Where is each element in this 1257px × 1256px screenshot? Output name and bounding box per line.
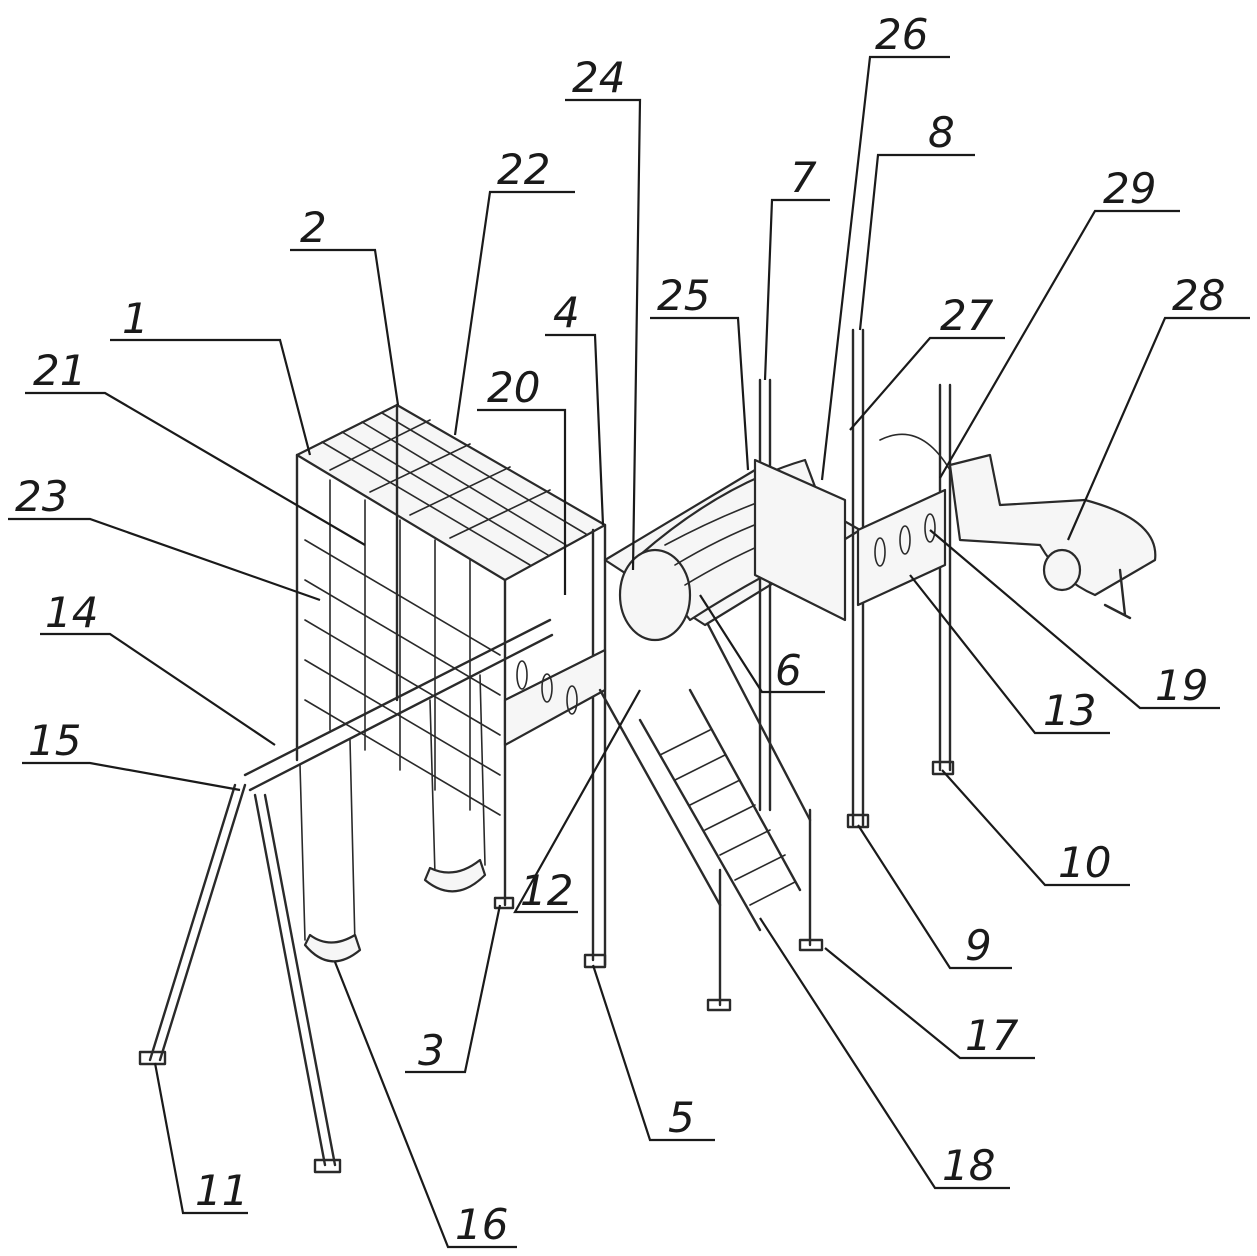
- leader-11: [153, 1062, 248, 1215]
- leader-27: [849, 336, 1005, 431]
- callout-25: 25: [657, 271, 710, 320]
- callout-12: 12: [520, 866, 573, 915]
- callout-1: 1: [122, 294, 149, 343]
- callout-14: 14: [45, 588, 98, 637]
- leader-7: [763, 198, 830, 381]
- leader-19: [929, 529, 1220, 710]
- callout-4: 4: [553, 288, 580, 337]
- slide: [879, 433, 1157, 620]
- leader-22: [453, 190, 575, 436]
- leader-26: [820, 55, 950, 481]
- callout-15: 15: [28, 716, 81, 765]
- leader-12: [513, 689, 641, 914]
- swing-seat: [303, 933, 362, 963]
- callout-21: 21: [33, 346, 86, 395]
- swing-seat: [423, 858, 487, 893]
- callout-3: 3: [418, 1026, 445, 1075]
- leader-8: [858, 153, 975, 331]
- callout-20: 20: [487, 363, 540, 412]
- leader-16: [333, 961, 517, 1249]
- callout-22: 22: [497, 145, 550, 194]
- leader-3: [405, 904, 502, 1074]
- playground-structure: [138, 328, 1157, 1174]
- callout-23: 23: [15, 472, 68, 521]
- callout-19: 19: [1155, 661, 1208, 710]
- leader-14: [40, 632, 276, 746]
- leader-20: [477, 408, 567, 595]
- swing-frame: [138, 618, 554, 1174]
- leader-1: [110, 338, 312, 456]
- leader-29: [939, 209, 1180, 479]
- leader-6: [699, 594, 825, 694]
- callout-17: 17: [965, 1011, 1019, 1060]
- right-tower: [753, 328, 955, 829]
- callout-13: 13: [1043, 686, 1096, 735]
- leader-17: [824, 947, 1035, 1060]
- callout-6: 6: [775, 646, 802, 695]
- leader-2: [290, 248, 400, 406]
- callout-26: 26: [875, 10, 928, 59]
- callout-7: 7: [790, 153, 817, 202]
- leader-15: [22, 761, 241, 792]
- leader-lines: [8, 55, 1250, 1249]
- leader-4: [545, 333, 605, 526]
- callout-9: 9: [965, 921, 992, 970]
- leader-5: [591, 964, 715, 1142]
- callout-16: 16: [455, 1200, 508, 1249]
- callout-10: 10: [1058, 838, 1111, 887]
- callout-29: 29: [1103, 164, 1156, 213]
- callout-27: 27: [940, 291, 994, 340]
- leader-18: [759, 917, 1010, 1190]
- leader-13: [909, 574, 1110, 735]
- leader-21: [25, 391, 366, 546]
- callout-11: 11: [195, 1166, 248, 1215]
- leader-10: [941, 769, 1130, 887]
- climbing-net: [304, 479, 501, 816]
- leader-23: [8, 517, 321, 602]
- callout-2: 2: [300, 203, 327, 252]
- leader-9: [857, 824, 1012, 970]
- callout-8: 8: [928, 108, 955, 157]
- stairs: [598, 588, 824, 1012]
- callout-28: 28: [1172, 271, 1225, 320]
- callout-5: 5: [668, 1093, 695, 1142]
- callout-24: 24: [572, 53, 625, 102]
- leader-25: [650, 316, 750, 471]
- leader-28: [1066, 316, 1250, 541]
- callout-18: 18: [942, 1141, 995, 1190]
- climbing-tower: [295, 403, 607, 969]
- leader-24: [565, 98, 642, 571]
- callout-labels: 1 2 3 4 5 6 7 8 9 10 11 12 13 14 15 16 1…: [15, 10, 1225, 1249]
